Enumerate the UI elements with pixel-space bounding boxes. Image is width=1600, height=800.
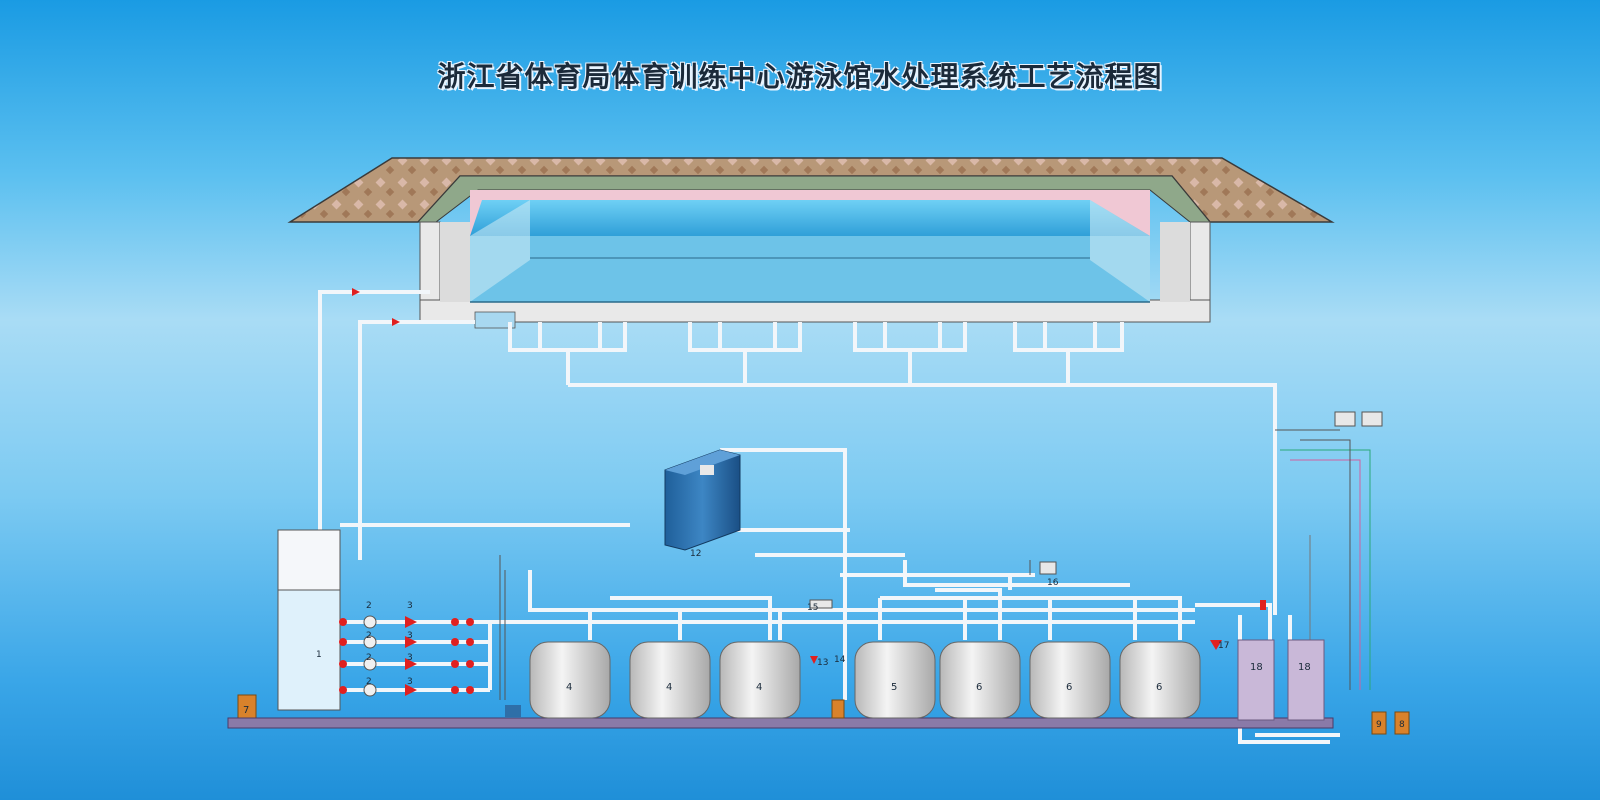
pump-group: 2 3 2 3 2 3 2 3 xyxy=(339,601,474,697)
pump-2-number: 2 xyxy=(366,601,372,611)
dosing-tank-8-number: 8 xyxy=(1399,720,1405,730)
filter-tank-6: 6 xyxy=(939,641,1021,719)
balance-tank: 1 xyxy=(277,529,341,711)
heat-exchangers: 18 18 xyxy=(1237,639,1325,721)
valve-17: 17 xyxy=(1210,640,1229,651)
filter-tank-5: 5 xyxy=(854,641,936,719)
heat-exchanger-number: 18 xyxy=(1250,662,1263,673)
dosing-pump-number: 13 xyxy=(817,658,828,668)
filter-number: 6 xyxy=(1156,682,1162,693)
dosing-station: 15 13 14 xyxy=(807,599,846,719)
filter-number: 4 xyxy=(666,682,672,693)
filter-number: 4 xyxy=(566,682,572,693)
filter-number: 6 xyxy=(976,682,982,693)
pump-3-number: 3 xyxy=(407,601,413,611)
filter-tank-4: 4 xyxy=(719,641,801,719)
ozone-unit: 16 xyxy=(1039,561,1059,588)
filter-tank-6: 6 xyxy=(1119,641,1201,719)
filter-tank-4: 4 xyxy=(529,641,611,719)
pump-2-number: 2 xyxy=(366,653,372,663)
filter-number: 5 xyxy=(891,682,897,693)
pump-2-number: 2 xyxy=(366,677,372,687)
pump-row: 2 3 xyxy=(339,631,474,649)
filter-tank-4: 4 xyxy=(629,641,711,719)
filter-tanks: 4 4 4 5 6 6 6 xyxy=(529,641,1201,719)
control-cabinet-number: 12 xyxy=(690,549,701,559)
pump-3-number: 3 xyxy=(407,653,413,663)
control-cabinet: 12 xyxy=(664,449,741,559)
ozone-unit-number: 16 xyxy=(1047,578,1059,588)
pump-3-number: 3 xyxy=(407,631,413,641)
equipment-base xyxy=(227,717,1334,729)
flow-meter-number: 15 xyxy=(807,603,818,613)
supply-valves xyxy=(352,288,1266,717)
filter-number: 4 xyxy=(756,682,762,693)
dosing-tank-7-number: 7 xyxy=(243,705,249,716)
thin-pipes xyxy=(499,429,1371,700)
pump-row: 2 3 xyxy=(339,653,474,671)
dosing-tank-left: 7 xyxy=(237,694,257,720)
dosing-tank-number: 14 xyxy=(834,655,846,665)
dosing-tank-9-number: 9 xyxy=(1376,720,1382,730)
dosing-tanks-right: 9 8 xyxy=(1334,411,1410,735)
pump-3-number: 3 xyxy=(407,677,413,687)
balance-tank-number: 1 xyxy=(316,650,322,660)
swimming-pool xyxy=(287,157,1335,329)
pump-row: 2 3 xyxy=(339,601,474,629)
heat-exchanger-number: 18 xyxy=(1298,662,1311,673)
pump-2-number: 2 xyxy=(366,631,372,641)
pump-row: 2 3 xyxy=(339,677,474,697)
diagram-title: 浙江省体育局体育训练中心游泳馆水处理系统工艺流程图 xyxy=(437,60,1163,93)
filter-number: 6 xyxy=(1066,682,1072,693)
valve-17-number: 17 xyxy=(1218,641,1229,651)
filter-tank-6: 6 xyxy=(1029,641,1111,719)
